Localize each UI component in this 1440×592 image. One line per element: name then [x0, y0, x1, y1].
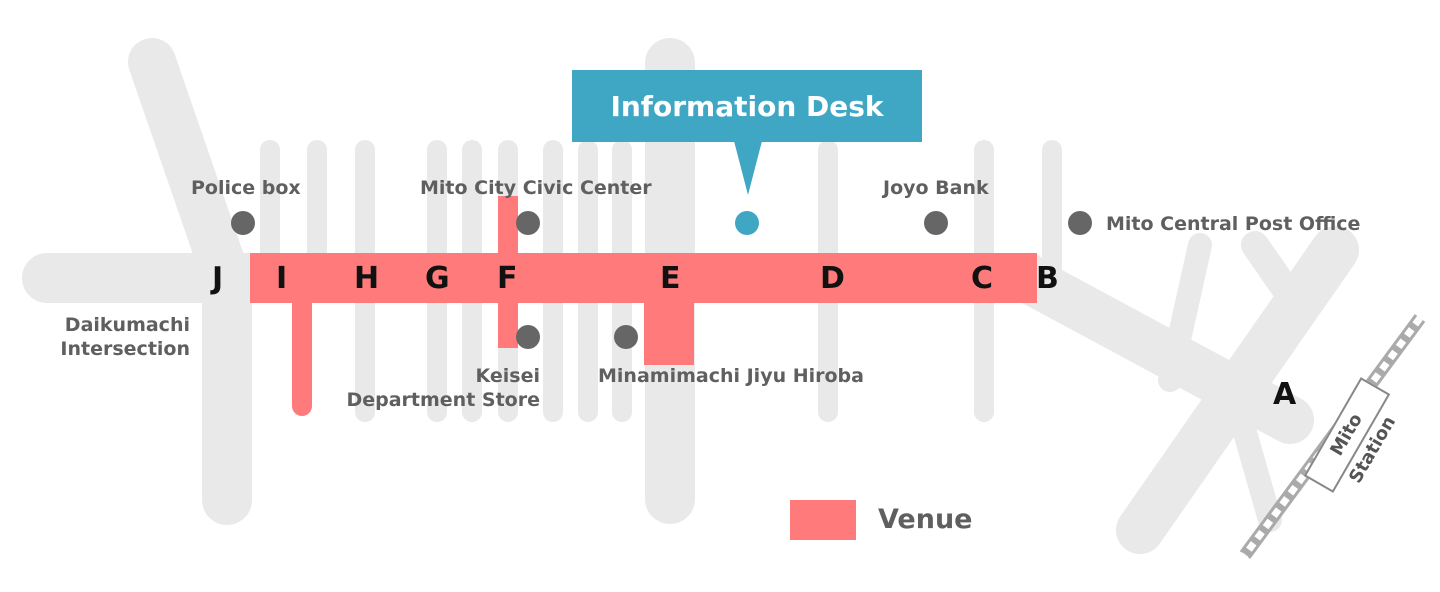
keisei-marker [516, 325, 540, 349]
information-desk-pointer [734, 141, 762, 195]
zone-c: C [971, 261, 994, 296]
zone-i: I [276, 261, 288, 296]
daikumachi-line-2: Intersection [60, 338, 190, 360]
daikumachi-line-1: Daikumachi [64, 314, 190, 336]
joyo-bank-marker [924, 211, 948, 235]
minamimachi-label: Minamimachi Jiyu Hiroba [598, 365, 864, 387]
police-box-marker [231, 211, 255, 235]
keisei-line-2: Department Store [346, 389, 540, 411]
police-box-label: Police box [191, 177, 301, 199]
zone-a: A [1273, 377, 1297, 412]
information-desk-callout[interactable]: Information Desk [572, 70, 922, 142]
civic-center-marker [516, 211, 540, 235]
daikumachi-label: Daikumachi Intersection [60, 313, 190, 361]
zone-h: H [354, 261, 380, 296]
road-station-branch-1 [1158, 233, 1212, 392]
legend-venue-label: Venue [878, 504, 973, 535]
zone-f: F [497, 261, 518, 296]
zone-j: J [212, 261, 224, 296]
civic-center-label: Mito City Civic Center [420, 177, 652, 199]
zone-b: B [1036, 261, 1059, 296]
minamimachi-marker [614, 325, 638, 349]
zone-e: E [660, 261, 681, 296]
information-desk-label: Information Desk [610, 89, 884, 123]
road-station-branch-2 [1241, 231, 1314, 324]
venue-area [250, 196, 1037, 416]
venue-main-strip [250, 253, 1037, 303]
road-diagonal-northwest [128, 38, 252, 306]
keisei-label: Keisei Department Store [340, 364, 540, 412]
post-office-label: Mito Central Post Office [1106, 213, 1361, 235]
zone-g: G [425, 261, 450, 296]
venue-branch-e [644, 290, 694, 365]
post-office-marker [1068, 211, 1092, 235]
legend-venue-swatch [790, 500, 856, 540]
road-station-branch-3 [1218, 368, 1282, 532]
road-daikumachi-vertical [202, 255, 252, 525]
venue-branch-i [292, 290, 312, 416]
joyo-bank-label: Joyo Bank [883, 177, 989, 199]
info-desk-marker[interactable] [735, 211, 759, 235]
zone-d: D [820, 261, 845, 296]
keisei-line-1: Keisei [475, 365, 541, 387]
street-12 [1042, 140, 1062, 280]
venue-branch-f [498, 196, 518, 348]
